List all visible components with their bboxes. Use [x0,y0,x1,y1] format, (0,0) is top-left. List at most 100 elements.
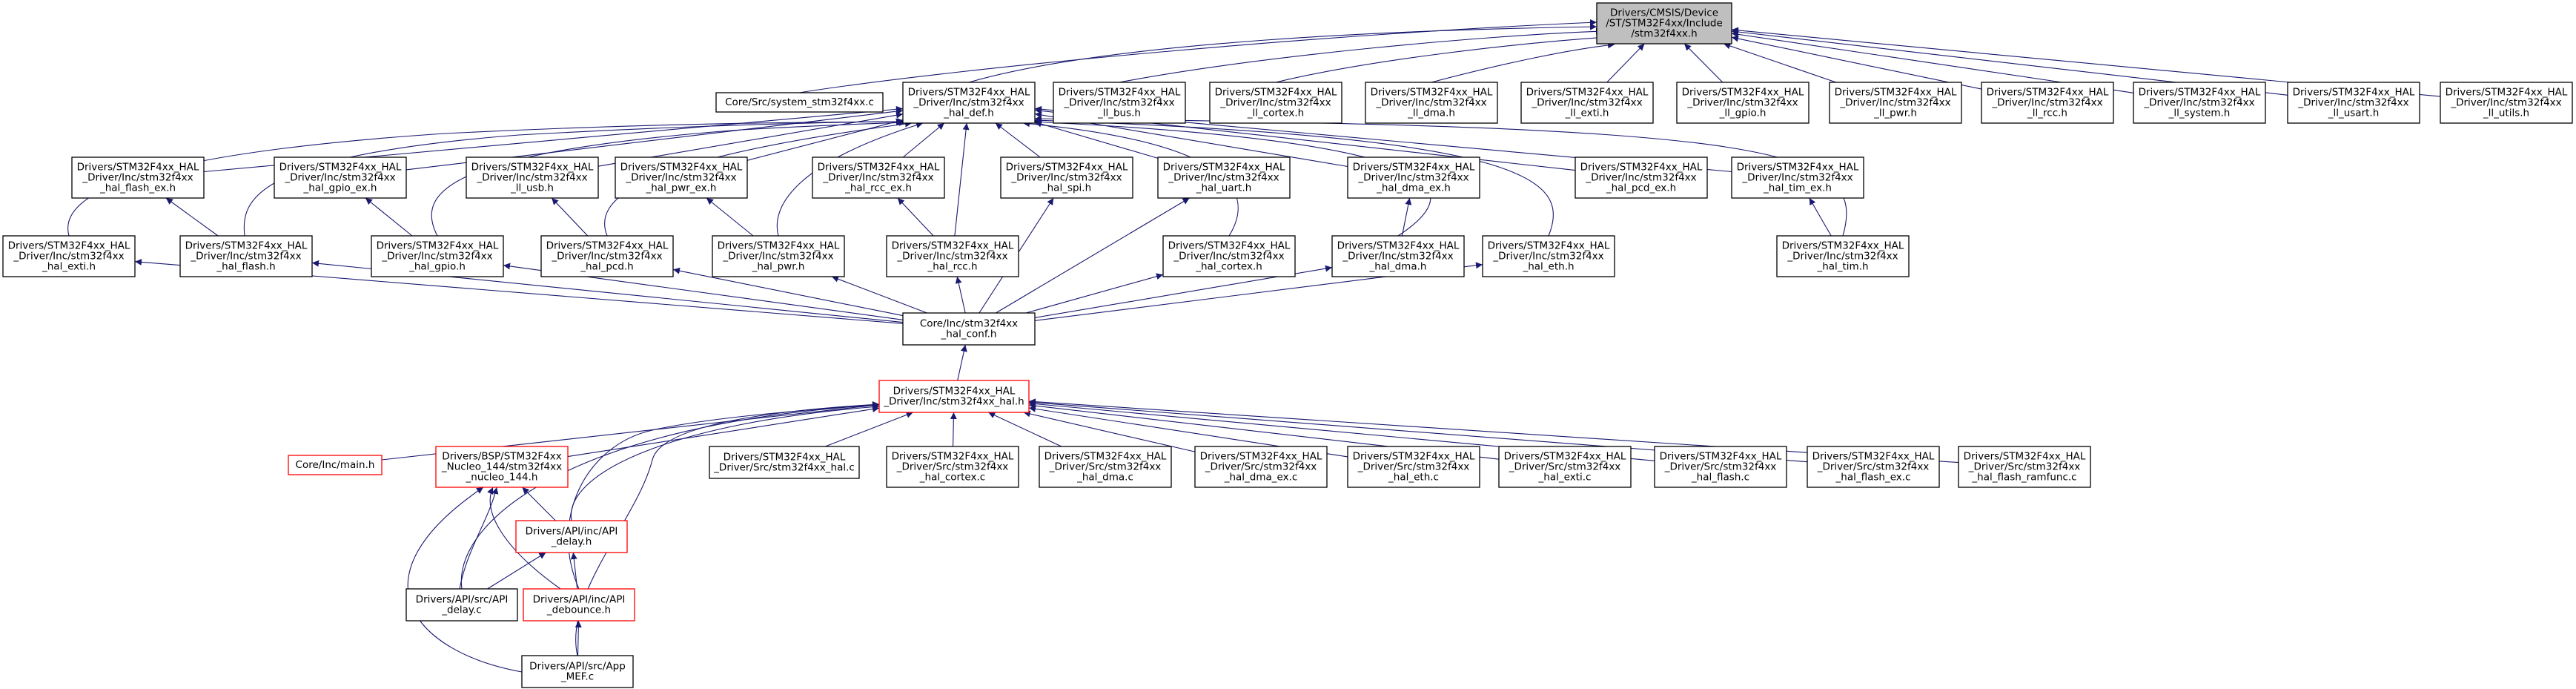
node-sys[interactable]: Core/Src/system_stm32f4xx.c [715,92,884,113]
edge-dmac-to-hal [987,412,1062,447]
edge-hal-to-conf [957,344,967,381]
edge-conf-to-pwr [831,276,927,314]
node-llrcc[interactable]: Drivers/STM32F4xx_HAL_Driver/Inc/stm32f4… [1981,82,2114,124]
node-llbus[interactable]: Drivers/STM32F4xx_HAL_Driver/Inc/stm32f4… [1053,82,1186,124]
node-conf[interactable]: Core/Inc/stm32f4xx_hal_conf.h [902,312,1036,346]
node-bsp[interactable]: Drivers/BSP/STM32F4xx_Nucleo_144/stm32f4… [435,446,569,488]
node-hal[interactable]: Drivers/STM32F4xx_HAL_Driver/Inc/stm32f4… [878,380,1030,413]
node-label-line: _Driver/Inc/stm32f4xx [913,97,1024,109]
node-gpio[interactable]: Drivers/STM32F4xx_HAL_Driver/Inc/stm32f4… [371,235,504,277]
node-extic[interactable]: Drivers/STM32F4xx_HAL_Driver/Src/stm32f4… [1498,446,1632,488]
edge-dma-to-dmaex [1401,197,1412,237]
node-flashexc[interactable]: Drivers/STM32F4xx_HAL_Driver/Src/stm32f4… [1807,446,1940,488]
node-label-line: _Driver/Inc/stm32f4xx [1375,97,1486,109]
node-label-line: _Driver/Inc/stm32f4xx [1839,97,1950,109]
node-label-line: Drivers/STM32F4xx_HAL [1835,87,1957,99]
node-label-line: _ll_rcc.h [2027,108,2067,119]
node-box [886,235,1019,277]
node-label-line: _hal_uart.h [1196,182,1252,194]
node-label-line: _ll_system.h [2168,108,2231,119]
node-label-line: _Driver/Inc/stm32f4xx [13,251,124,263]
node-box [1194,446,1328,488]
node-pcdex[interactable]: Drivers/STM32F4xx_HAL_Driver/Inc/stm32f4… [1575,156,1708,199]
edge-pcd-to-llusb [551,197,589,237]
node-box [540,235,674,277]
node-label-line: _ll_gpio.h [1719,108,1767,119]
node-box [615,156,748,199]
node-label-line: _hal_gpio.h [408,261,466,273]
node-appmef[interactable]: Drivers/API/src/App_MEF.c [521,655,634,688]
node-label-line: Drivers/STM32F4xx_HAL [1812,451,1935,463]
node-pwr[interactable]: Drivers/STM32F4xx_HAL_Driver/Inc/stm32f4… [712,235,845,277]
node-def[interactable]: Drivers/STM32F4xx_HAL_Driver/Inc/stm32f4… [902,82,1036,124]
node-dmac[interactable]: Drivers/STM32F4xx_HAL_Driver/Src/stm32f4… [1039,446,1172,488]
node-llsystem[interactable]: Drivers/STM32F4xx_HAL_Driver/Inc/stm32f4… [2133,82,2266,124]
node-label-line: Drivers/STM32F4xx_HAL [1526,87,1649,99]
node-exti[interactable]: Drivers/STM32F4xx_HAL_Driver/Inc/stm32f4… [2,235,136,277]
node-label-line: _hal_eth.c [1388,472,1439,484]
node-label-line: _Driver/Inc/stm32f4xx [1991,97,2102,109]
node-llusart[interactable]: Drivers/STM32F4xx_HAL_Driver/Inc/stm32f4… [2287,82,2420,124]
edge-pwr-to-pwrex [706,197,754,237]
node-dmaexc[interactable]: Drivers/STM32F4xx_HAL_Driver/Src/stm32f4… [1194,446,1328,488]
node-label-line: Drivers/STM32F4xx_HAL [1215,87,1337,99]
node-label-line: _Nucleo_144/stm32f4xx [441,461,562,473]
node-flash[interactable]: Drivers/STM32F4xx_HAL_Driver/Inc/stm32f4… [179,235,313,277]
edge-uart-to-def [1034,120,1159,159]
node-dma[interactable]: Drivers/STM32F4xx_HAL_Driver/Inc/stm32f4… [1331,235,1465,277]
node-ramfunc[interactable]: Drivers/STM32F4xx_HAL_Driver/Src/stm32f4… [1958,446,2091,488]
node-label-line: Drivers/STM32F4xx_HAL [1044,451,1167,463]
node-spi[interactable]: Drivers/STM32F4xx_HAL_Driver/Inc/stm32f4… [1000,156,1133,199]
node-root[interactable]: Drivers/CMSIS/Device/ST/STM32F4xx/Includ… [1596,2,1732,44]
node-llexti[interactable]: Drivers/STM32F4xx_HAL_Driver/Inc/stm32f4… [1520,82,1654,124]
node-uart[interactable]: Drivers/STM32F4xx_HAL_Driver/Inc/stm32f4… [1157,156,1291,199]
node-llgpio[interactable]: Drivers/STM32F4xx_HAL_Driver/Inc/stm32f4… [1676,82,1810,124]
edge-apidelayh-to-bsp [522,487,556,521]
node-llcortex[interactable]: Drivers/STM32F4xx_HAL_Driver/Inc/stm32f4… [1209,82,1342,124]
node-label-line: _hal_pwr.h [752,261,805,273]
node-cortexh[interactable]: Drivers/STM32F4xx_HAL_Driver/Inc/stm32f4… [1162,235,1296,277]
node-label-line: _Driver/Inc/stm32f4xx [1342,251,1453,263]
node-gpioex[interactable]: Drivers/STM32F4xx_HAL_Driver/Inc/stm32f4… [274,156,407,199]
node-llpwr[interactable]: Drivers/STM32F4xx_HAL_Driver/Inc/stm32f4… [1829,82,1962,124]
node-box [371,235,504,277]
node-label-line: _hal_dma_ex.h [1376,182,1451,194]
node-box [1347,156,1480,199]
node-apidelayc[interactable]: Drivers/API/src/API_delay.c [405,588,518,622]
node-lldma[interactable]: Drivers/STM32F4xx_HAL_Driver/Inc/stm32f4… [1365,82,1498,124]
node-label-line: Drivers/API/src/App [529,661,626,673]
node-label-line: _Driver/Inc/stm32f4xx [1492,251,1603,263]
node-flashex[interactable]: Drivers/STM32F4xx_HAL_Driver/Inc/stm32f4… [71,156,205,199]
node-eth[interactable]: Drivers/STM32F4xx_HAL_Driver/Inc/stm32f4… [1482,235,1615,277]
node-flashc[interactable]: Drivers/STM32F4xx_HAL_Driver/Src/stm32f4… [1654,446,1787,488]
node-label-line: Drivers/STM32F4xx_HAL [718,240,840,252]
node-halc[interactable]: Drivers/STM32F4xx_HAL_Driver/Src/stm32f4… [709,446,860,479]
node-box [2133,82,2266,124]
node-rccex[interactable]: Drivers/STM32F4xx_HAL_Driver/Inc/stm32f4… [812,156,945,199]
node-box [1498,446,1632,488]
node-box [288,455,383,475]
node-label-line: Drivers/STM32F4xx_HAL [620,162,743,174]
node-llusb[interactable]: Drivers/STM32F4xx_HAL_Driver/Inc/stm32f4… [466,156,599,199]
node-cortexc[interactable]: Drivers/STM32F4xx_HAL_Driver/Src/stm32f4… [886,446,1019,488]
node-pcd[interactable]: Drivers/STM32F4xx_HAL_Driver/Inc/stm32f4… [540,235,674,277]
node-label-line: _hal_exti.c [1538,472,1592,484]
node-label-line: _delay.h [551,536,592,548]
edge-spi-to-def [995,122,1041,158]
node-timex[interactable]: Drivers/STM32F4xx_HAL_Driver/Inc/stm32f4… [1731,156,1864,199]
node-dmaex[interactable]: Drivers/STM32F4xx_HAL_Driver/Inc/stm32f4… [1347,156,1480,199]
node-tim[interactable]: Drivers/STM32F4xx_HAL_Driver/Inc/stm32f4… [1776,235,1910,277]
node-pwrex[interactable]: Drivers/STM32F4xx_HAL_Driver/Inc/stm32f4… [615,156,748,199]
node-box [274,156,407,199]
node-apidebh[interactable]: Drivers/API/inc/API_debounce.h [523,588,635,622]
node-ethc[interactable]: Drivers/STM32F4xx_HAL_Driver/Src/stm32f4… [1347,446,1480,488]
node-llutils[interactable]: Drivers/STM32F4xx_HAL_Driver/Inc/stm32f4… [2440,82,2573,124]
node-apidelayh[interactable]: Drivers/API/inc/API_delay.h [515,520,628,553]
node-mainh[interactable]: Core/Inc/main.h [288,455,383,475]
node-box [1039,446,1172,488]
edge-appmef-to-bsp [407,487,523,673]
node-rcc[interactable]: Drivers/STM32F4xx_HAL_Driver/Inc/stm32f4… [886,235,1019,277]
node-label-line: Core/Inc/main.h [296,459,375,471]
node-label-line: Drivers/STM32F4xx_HAL [1371,87,1493,99]
edge-llpwr-to-root [1724,42,1836,83]
